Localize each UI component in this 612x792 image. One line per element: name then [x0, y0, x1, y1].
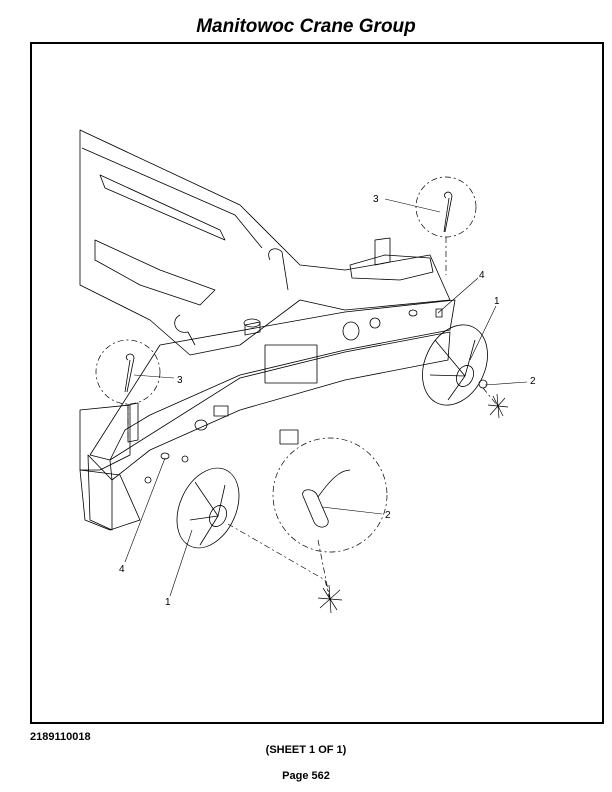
frame-side	[109, 331, 451, 481]
wheel-left	[176, 467, 240, 549]
callout-1-right: 1	[494, 296, 500, 307]
fitting-left	[160, 452, 170, 460]
page-number: Page 562	[282, 770, 330, 782]
fitting-pin-right	[435, 308, 443, 318]
callout-2-right: 2	[530, 376, 536, 387]
leader-2-right	[484, 381, 528, 386]
frame-hole-3	[342, 321, 360, 341]
nut-right	[478, 379, 488, 389]
page-title: Manitowoc Crane Group	[196, 16, 416, 37]
center-cap	[243, 318, 261, 328]
boom-arm-slot	[99, 174, 226, 241]
frame-deck	[89, 299, 456, 461]
sheet-indicator: (SHEET 1 OF 1)	[265, 744, 347, 756]
callout-4-left: 4	[119, 564, 125, 575]
frame-slot-1	[213, 405, 229, 417]
center-line-bottom-2	[317, 539, 331, 601]
callout-1-left: 1	[165, 597, 171, 608]
nut-left	[144, 476, 152, 484]
plate-badge	[279, 429, 299, 445]
center-line-bottom	[227, 523, 331, 601]
center-line-right	[482, 387, 498, 406]
wheel-left-spokes	[189, 481, 226, 546]
fitting-left-2	[181, 455, 189, 463]
leader-4-right	[437, 277, 479, 314]
burst-bottom	[317, 584, 343, 614]
wheel-right-hub	[455, 365, 475, 387]
cotter-pin-left	[124, 353, 135, 393]
arm-hook-2	[174, 314, 196, 346]
leader-3-top	[384, 198, 441, 213]
wheel-right	[422, 324, 488, 406]
frame-hole-1	[194, 419, 208, 431]
detail-circle-bottom	[272, 437, 388, 553]
frame-opening	[264, 344, 318, 384]
clip-bottom-wire	[317, 469, 351, 498]
arm-hook	[268, 248, 289, 291]
clip-bottom	[302, 489, 329, 528]
callout-3-left: 3	[177, 375, 183, 386]
right-post	[374, 237, 391, 266]
leader-3-left	[133, 374, 175, 379]
left-base	[79, 469, 141, 531]
drawing-number: 2189110018	[30, 731, 91, 743]
leader-1-right	[469, 305, 497, 361]
cotter-pin-top	[443, 191, 453, 233]
left-post	[127, 402, 139, 443]
boom-arm-inner	[94, 239, 216, 306]
boom-arm-top-edge	[81, 147, 263, 249]
wheel-right-spokes	[429, 339, 476, 401]
callout-2-left: 2	[385, 510, 391, 521]
leader-1-left	[169, 529, 193, 597]
leader-2-left	[321, 506, 383, 515]
boom-arm-outline	[79, 129, 451, 356]
frame-lower	[87, 454, 113, 531]
burst-right	[487, 393, 509, 419]
drawing-frame	[30, 42, 604, 724]
callout-4-right: 4	[479, 270, 485, 281]
wheel-left-hub	[208, 505, 228, 527]
fitting-right	[408, 309, 418, 317]
detail-circle-left	[95, 339, 161, 405]
callout-3-top: 3	[373, 194, 379, 205]
left-stack	[79, 404, 131, 471]
leader-4-left	[124, 457, 166, 563]
center-post	[244, 321, 261, 336]
frame-hole-2	[369, 317, 381, 329]
right-bracket	[349, 254, 434, 281]
